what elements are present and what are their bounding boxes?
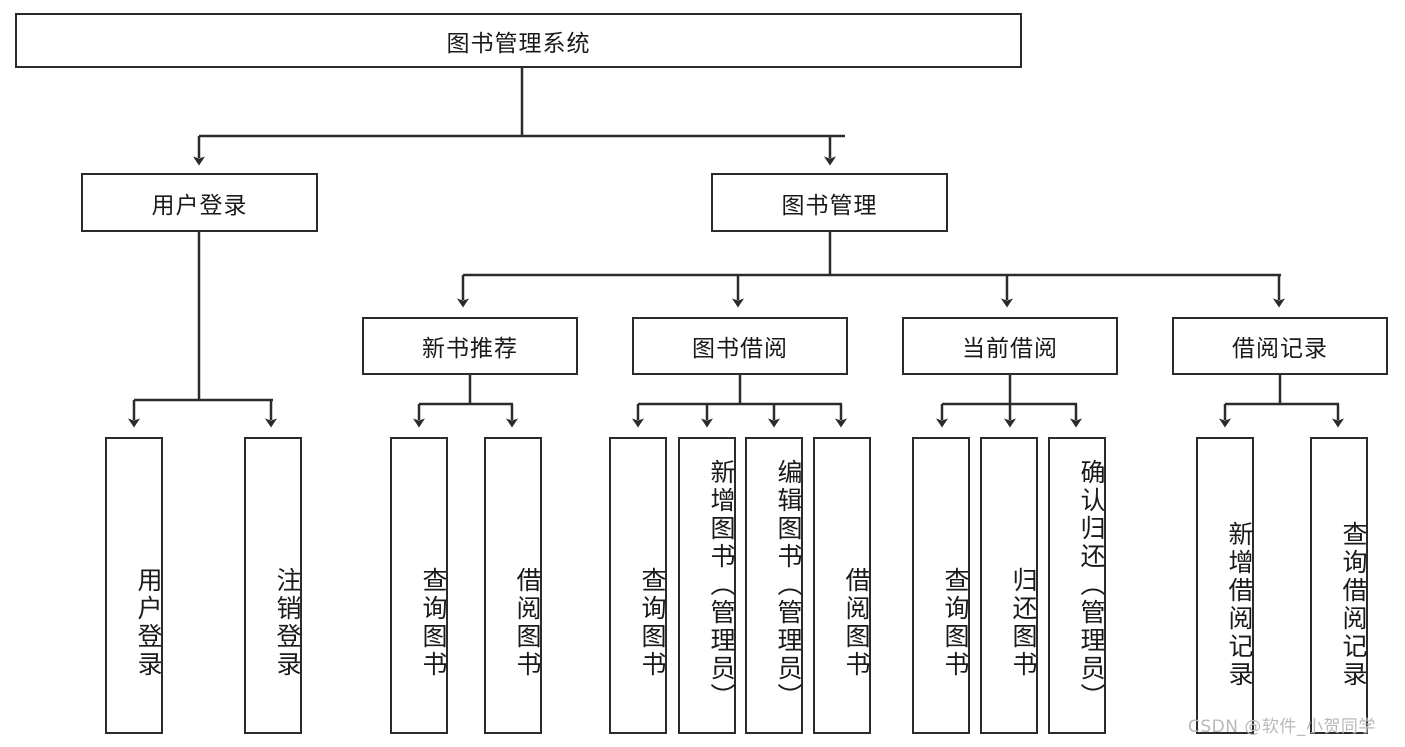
leaf-borrow-book[interactable]: 借阅图书 (813, 437, 871, 734)
node-label: 新增借阅记录 (1225, 521, 1254, 689)
leaf-query-book-current[interactable]: 查询图书 (912, 437, 970, 734)
node-new-book-recommend[interactable]: 新书推荐 (362, 317, 578, 375)
leaf-add-borrow-record[interactable]: 新增借阅记录 (1196, 437, 1254, 734)
node-label: 查询借阅记录 (1339, 521, 1368, 689)
node-label: 新增图书（管理员） (707, 458, 736, 711)
node-label: 图书管理系统 (446, 30, 591, 57)
node-label: 图书管理 (781, 192, 878, 219)
node-label: 归还图书 (1009, 566, 1038, 679)
node-label: 查询图书 (941, 566, 970, 679)
node-label: 新书推荐 (422, 336, 518, 362)
node-label: 注销登录 (273, 566, 302, 679)
leaf-add-book-admin[interactable]: 新增图书（管理员） (678, 437, 736, 734)
node-user-login[interactable]: 用户登录 (81, 173, 318, 232)
leaf-query-book-recommend[interactable]: 查询图书 (390, 437, 448, 734)
node-label: 确认归还（管理员） (1077, 458, 1106, 711)
leaf-edit-book-admin[interactable]: 编辑图书（管理员） (745, 437, 803, 734)
node-label: 编辑图书（管理员） (774, 458, 803, 711)
leaf-query-book-borrow[interactable]: 查询图书 (609, 437, 667, 734)
leaf-logout-login[interactable]: 注销登录 (244, 437, 302, 734)
node-label: 查询图书 (638, 566, 667, 679)
node-label: 用户登录 (134, 566, 163, 679)
node-label: 图书借阅 (692, 336, 788, 362)
node-label: 借阅记录 (1232, 336, 1328, 362)
leaf-return-book[interactable]: 归还图书 (980, 437, 1038, 734)
node-label: 当前借阅 (962, 336, 1058, 362)
node-book-borrow[interactable]: 图书借阅 (632, 317, 848, 375)
node-label: 用户登录 (151, 192, 248, 219)
node-borrow-record[interactable]: 借阅记录 (1172, 317, 1388, 375)
leaf-confirm-return-admin[interactable]: 确认归还（管理员） (1048, 437, 1106, 734)
leaf-query-borrow-record[interactable]: 查询借阅记录 (1310, 437, 1368, 734)
node-label: 借阅图书 (513, 566, 542, 679)
node-label: 借阅图书 (842, 566, 871, 679)
node-root-system[interactable]: 图书管理系统 (15, 13, 1022, 68)
leaf-user-login[interactable]: 用户登录 (105, 437, 163, 734)
leaf-borrow-book-recommend[interactable]: 借阅图书 (484, 437, 542, 734)
node-current-borrow[interactable]: 当前借阅 (902, 317, 1118, 375)
node-book-management[interactable]: 图书管理 (711, 173, 948, 232)
node-label: 查询图书 (419, 566, 448, 679)
